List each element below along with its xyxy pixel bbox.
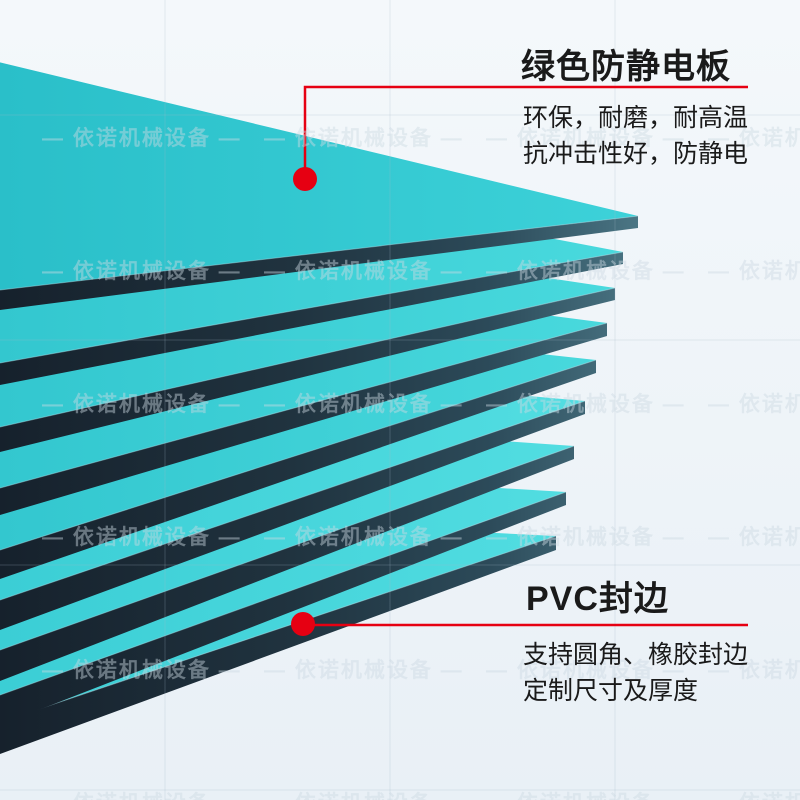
callout-bottom-description: 支持圆角、橡胶封边 定制尺寸及厚度 [523, 637, 748, 709]
board-front-edge [0, 216, 638, 310]
board-front-edge [0, 446, 574, 681]
board-edge-highlight [0, 535, 557, 723]
board-front-edge [0, 360, 596, 579]
callout-top-description: 环保，耐磨，耐高温 抗冲击性好，防静电 [523, 100, 748, 172]
board-front-edge [0, 323, 607, 515]
callout-line-top [303, 85, 748, 178]
board-top-surface [0, 62, 638, 290]
callout-top-desc-line1: 环保，耐磨，耐高温 [523, 104, 749, 132]
board-edge-highlight [0, 215, 639, 291]
callout-connectors [291, 85, 748, 636]
board-edge-highlight [0, 359, 597, 551]
callout-dot-bottom-icon [291, 612, 315, 636]
board-edge-highlight [0, 251, 624, 364]
callout-top-title: 绿色防静电板 [521, 48, 731, 86]
board-front-edge [0, 288, 615, 452]
callout-dot-top-icon [293, 167, 317, 191]
callout-bottom-desc-line1: 支持圆角、橡胶封边 [523, 641, 749, 669]
board-stack [0, 62, 639, 754]
board-edge-highlight [0, 400, 586, 601]
callout-top-desc-line2: 抗冲击性好，防静电 [523, 140, 749, 168]
board-edge-highlight [0, 491, 567, 696]
board-front-edge [0, 252, 623, 385]
board-layer-1-top [0, 62, 639, 310]
callout-bottom-title: PVC封边 [526, 580, 669, 618]
board-edge-highlight [0, 287, 616, 428]
board-front-edge [0, 492, 566, 725]
board-edge-highlight [0, 322, 608, 489]
board-front-edge [0, 536, 556, 754]
callout-bottom-desc-line2: 定制尺寸及厚度 [523, 677, 699, 705]
board-edge-highlight [0, 445, 575, 651]
board-front-edge [0, 401, 585, 630]
